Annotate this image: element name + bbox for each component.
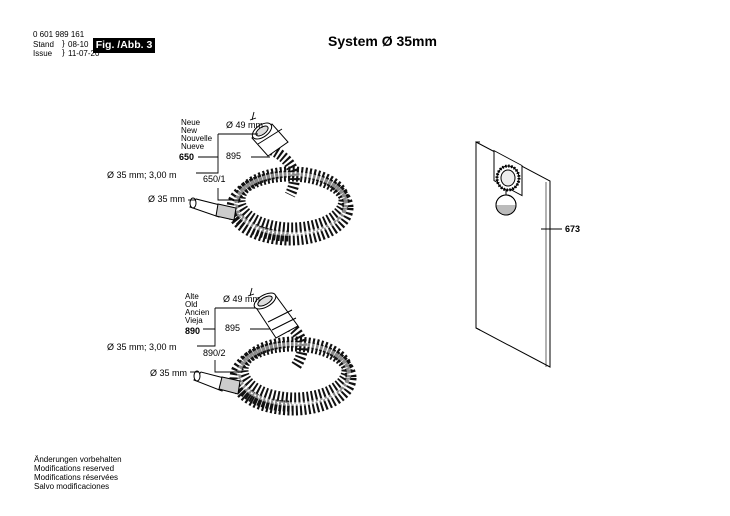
diameter-49-new: Ø 49 mm (226, 120, 264, 130)
connector-35-old (193, 370, 241, 395)
diameter-49-old: Ø 49 mm (223, 294, 261, 304)
name-old-de: Alte (185, 292, 199, 301)
hose-spec-old: Ø 35 mm; 3,00 m (107, 342, 177, 352)
issue-label: Issue (33, 49, 53, 58)
name-old-en: Old (185, 300, 198, 309)
hose-spec-new: Ø 35 mm; 3,00 m (107, 170, 177, 180)
connector-35-new (189, 197, 237, 221)
connector-49-old (253, 292, 299, 339)
doc-number: 0 601 989 161 (33, 30, 85, 39)
stand-label: Stand (33, 40, 54, 49)
bag-collar (493, 149, 523, 197)
footer-note-fr: Modifications réservées (34, 473, 119, 482)
part-number-890: 890 (185, 326, 201, 336)
leader-lines-new (188, 111, 270, 201)
stand-value: 08-10 (68, 40, 89, 49)
part-number-895-old: 895 (225, 323, 241, 333)
filter-bag (475, 141, 562, 368)
connector-49-new (251, 122, 289, 157)
brace-icon: } (62, 48, 65, 57)
page-title: System Ø 35mm (328, 33, 437, 49)
part-number-650: 650 (179, 152, 195, 162)
bag-cap (495, 190, 517, 216)
hose-highlight (237, 342, 351, 406)
issue-value: 11-07-20 (68, 49, 100, 58)
footer-note-de: Änderungen vorbehalten (34, 455, 122, 464)
footer-note-es: Salvo modificaciones (34, 482, 110, 491)
footer-note-en: Modifications reserved (34, 464, 115, 473)
leader-lines-old (190, 287, 270, 373)
diameter-35-new: Ø 35 mm (148, 194, 186, 204)
diameter-35-old: Ø 35 mm (150, 368, 188, 378)
part-number-895-new: 895 (226, 151, 242, 161)
name-new-en: New (181, 126, 198, 135)
name-old-fr: Ancien (185, 308, 210, 317)
part-number-890-2: 890/2 (203, 348, 226, 358)
part-number-673: 673 (565, 224, 581, 234)
hose-assembly-old (190, 287, 357, 416)
name-new-fr: Nouvelle (181, 134, 213, 143)
name-new-de: Neue (181, 118, 201, 127)
hose-highlight (234, 172, 348, 236)
brace-icon: } (62, 39, 65, 48)
hose-assembly-new (188, 111, 354, 246)
figure-badge: Fig. /Abb. 3 (93, 38, 155, 53)
part-number-650-1: 650/1 (203, 174, 226, 184)
name-old-es: Vieja (185, 316, 203, 325)
name-new-es: Nueve (181, 142, 205, 151)
